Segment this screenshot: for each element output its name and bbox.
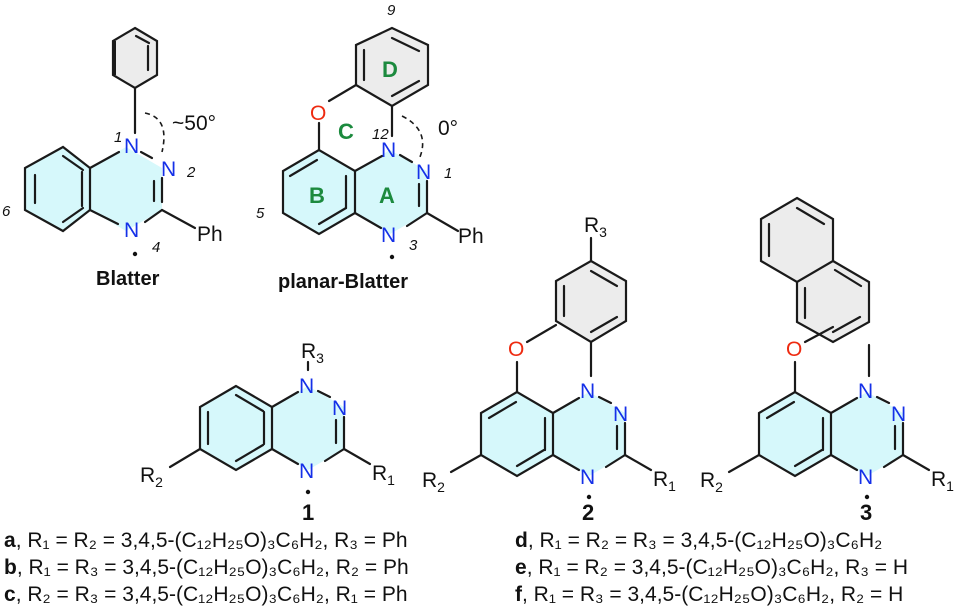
substituent-r1: R1: [931, 468, 954, 494]
planar-ring-a-fill: [355, 150, 427, 234]
atom-n-top: N: [381, 139, 396, 162]
substituent-r3: R3: [301, 340, 324, 366]
blatter-phenyl-ring-fill: [113, 28, 157, 88]
locant-4: 4: [152, 239, 160, 256]
radical-dot: [305, 489, 311, 495]
atom-n-top: N: [858, 380, 873, 403]
c3-triazine-fill: [831, 392, 903, 476]
atom-n-top: N: [299, 375, 314, 398]
substituent-r1: R1: [372, 462, 395, 488]
legend-entry-b: b, R₁ = R₃ = 3,4,5-(C₁₂H₂₅O)₃C₆H₂, R₂ = …: [4, 556, 409, 579]
atom-oxygen: O: [310, 102, 326, 125]
locant-1: 1: [444, 165, 452, 182]
planar-blatter-title: planar-Blatter: [278, 271, 408, 293]
blatter-title: Blatter: [96, 268, 160, 290]
torsion-arc-planar: [401, 115, 424, 158]
locant-2: 2: [186, 164, 196, 181]
torsion-arc: [144, 112, 165, 153]
atom-n-top: N: [580, 380, 595, 403]
atom-n-right: N: [416, 161, 431, 184]
legend-key: b: [4, 556, 17, 579]
compound-1-structure: N N N R3 R1 R2 1: [140, 340, 395, 525]
radical-dot: [389, 254, 395, 260]
ring-label-d: D: [382, 57, 398, 82]
legend-key: a: [4, 529, 16, 552]
legend-entry-d: d, R₁ = R₂ = R₃ = 3,4,5-(C₁₂H₂₅O)₃C₆H₂: [515, 529, 883, 552]
atom-n-right: N: [613, 403, 628, 426]
legend-entry-e: e, R₁ = R₂ = 3,4,5-(C₁₂H₂₅O)₃C₆H₂, R₃ = …: [515, 556, 908, 579]
ring-label-b: B: [309, 183, 325, 208]
locant-3: 3: [409, 237, 418, 254]
c2-triazine-fill: [553, 392, 625, 476]
radical-dot: [864, 494, 870, 500]
atom-n-bottom: N: [858, 466, 873, 489]
radical-dot: [586, 494, 592, 500]
phenyl-label: Ph: [458, 225, 484, 248]
legend-key: f: [515, 583, 522, 606]
torsion-angle-label: 0°: [438, 117, 458, 140]
legend-text: R₁ = R₃ = 3,4,5-(C₁₂H₂₅O)₃C₆H₂, R₂ = Ph: [28, 556, 409, 579]
legend-entry-c: c, R₂ = R₃ = 3,4,5-(C₁₂H₂₅O)₃C₆H₂, R₁ = …: [4, 583, 408, 606]
compound-1-label: 1: [302, 500, 314, 525]
atom-n1: N: [124, 135, 139, 158]
phenyl-label: Ph: [197, 223, 223, 246]
substituent-r2: R2: [700, 469, 723, 495]
c2-benzo-fill: [481, 392, 553, 476]
c3-naphthyl-fill: [761, 198, 869, 342]
legend-key: c: [4, 583, 16, 606]
blatter-structure: N N N Ph 1 2 4 6 ~50° Blatter: [2, 26, 223, 290]
legend-text: R₁ = R₃ = 3,4,5-(C₁₂H₂₅O)₃C₆H₂, R₂ = H: [533, 583, 904, 606]
blatter-triazine-ring-fill: [90, 147, 162, 231]
locant-1: 1: [114, 129, 122, 146]
locant-12: 12: [372, 126, 389, 143]
compound-3-structure: N N N O R1 R2 3: [700, 196, 954, 525]
substituent-r2: R2: [422, 469, 445, 495]
ring-label-c: C: [338, 119, 354, 144]
locant-6: 6: [2, 203, 11, 220]
atom-n2: N: [161, 158, 176, 181]
legend-left: a, R₁ = R₂ = 3,4,5-(C₁₂H₂₅O)₃C₆H₂, R₃ = …: [4, 527, 409, 608]
c2-aryl-fill: [556, 261, 626, 342]
substituent-r2: R2: [140, 464, 163, 490]
compound-3-label: 3: [860, 500, 872, 525]
legend-text: R₂ = R₃ = 3,4,5-(C₁₂H₂₅O)₃C₆H₂, R₁ = Ph: [27, 583, 408, 606]
atom-n4: N: [124, 219, 139, 242]
torsion-angle-label: ~50°: [172, 112, 216, 135]
compound-2-structure: N N N O R3 R1 R2 2: [422, 214, 676, 525]
legend-text: R₁ = R₂ = 3,4,5-(C₁₂H₂₅O)₃C₆H₂, R₃ = H: [538, 556, 908, 579]
atom-n-bottom: N: [381, 224, 396, 247]
ring-label-a: A: [379, 183, 395, 208]
atom-n-right: N: [332, 397, 347, 420]
compound-2-label: 2: [582, 500, 594, 525]
atom-oxygen: O: [508, 338, 524, 361]
radical-dot: [132, 251, 138, 257]
substituent-r1: R1: [653, 468, 676, 494]
atom-oxygen: O: [786, 338, 802, 361]
atom-n-bottom: N: [580, 466, 595, 489]
c3-benzo-fill: [759, 392, 831, 476]
blatter-benzo-ring-fill: [25, 147, 90, 231]
atom-n-right: N: [891, 403, 906, 426]
legend-entry-f: f, R₁ = R₃ = 3,4,5-(C₁₂H₂₅O)₃C₆H₂, R₂ = …: [515, 583, 904, 606]
legend-key: e: [515, 556, 527, 579]
legend-text: R₁ = R₂ = R₃ = 3,4,5-(C₁₂H₂₅O)₃C₆H₂: [539, 529, 883, 552]
atom-n-bottom: N: [299, 460, 314, 483]
legend-entry-a: a, R₁ = R₂ = 3,4,5-(C₁₂H₂₅O)₃C₆H₂, R₃ = …: [4, 529, 408, 552]
substituent-r3: R3: [584, 214, 607, 240]
planar-blatter-structure: N N N O Ph A B C D 1 3 5 9 12 0° planar-…: [256, 2, 484, 293]
locant-5: 5: [256, 205, 265, 222]
locant-9: 9: [387, 2, 396, 19]
legend-key: d: [515, 529, 528, 552]
legend-right: d, R₁ = R₂ = R₃ = 3,4,5-(C₁₂H₂₅O)₃C₆H₂ e…: [515, 527, 908, 608]
c1-benzo-fill: [200, 386, 272, 470]
c1-triazine-fill: [272, 386, 344, 470]
legend-text: R₁ = R₂ = 3,4,5-(C₁₂H₂₅O)₃C₆H₂, R₃ = Ph: [27, 529, 408, 552]
